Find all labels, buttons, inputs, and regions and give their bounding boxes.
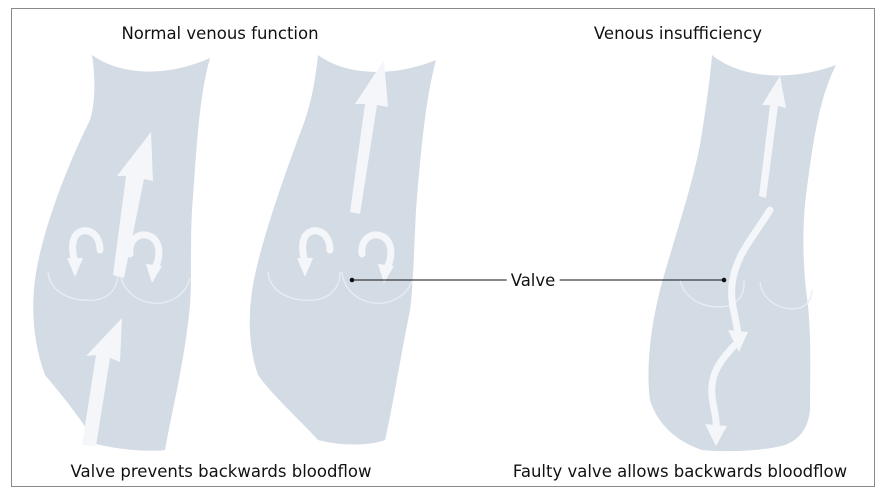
valve-label: Valve [507,271,560,290]
valve-pointer-dot-right [722,278,727,283]
caption-normal: Valve prevents backwards bloodflow [71,462,372,481]
vein-normal-closing [33,55,210,451]
vein-insufficient [648,55,836,451]
title-venous-insufficiency: Venous insufficiency [594,24,762,43]
vein-normal-closed [250,55,436,445]
valve-pointer-dot-left [350,278,355,283]
vein-wall-2 [250,55,436,445]
title-normal-venous-function: Normal venous function [121,24,318,43]
caption-insufficiency: Faulty valve allows backwards bloodflow [513,462,847,481]
